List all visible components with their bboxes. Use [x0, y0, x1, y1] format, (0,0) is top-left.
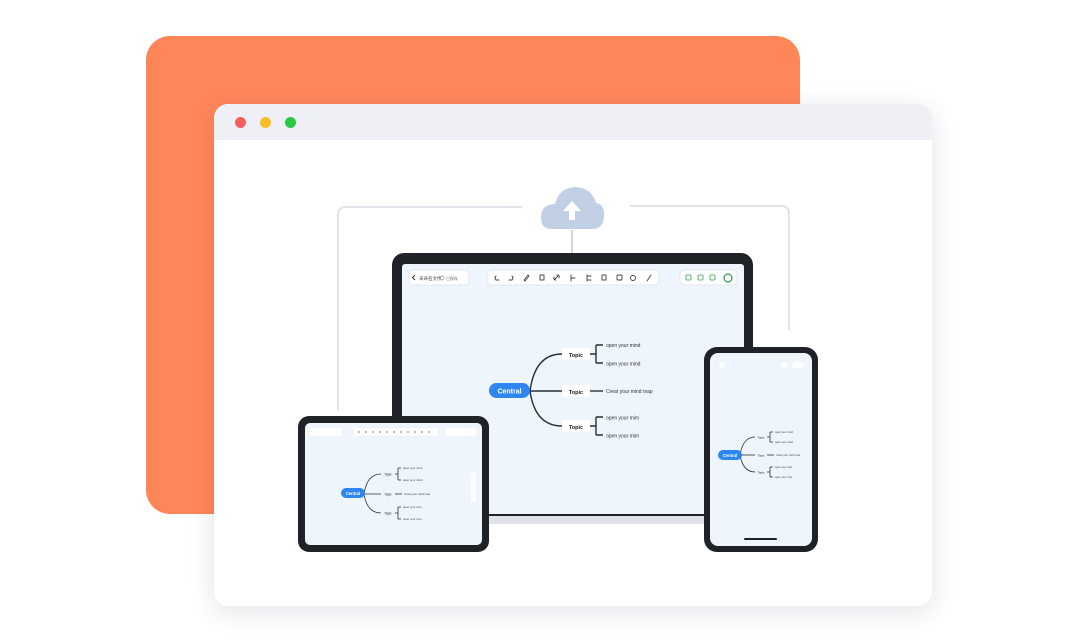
phone-topic-label[interactable]: Topic	[757, 454, 765, 458]
laptop-save-status: 已保存	[446, 275, 458, 281]
sync-connection-lines	[337, 205, 790, 410]
emoji-icon[interactable]	[646, 274, 652, 282]
tablet-central-node[interactable]	[341, 488, 365, 498]
close-window-dot[interactable]	[235, 117, 246, 128]
phone-subtopic-label[interactable]: open your mind	[775, 430, 793, 434]
tablet-subtopic-label[interactable]: open your mind	[403, 466, 423, 470]
summary-icon[interactable]	[601, 274, 607, 281]
phone-screen	[710, 353, 812, 546]
phone-more-button[interactable]	[792, 362, 804, 368]
laptop-subtopic-label[interactable]: open your mim	[606, 416, 639, 422]
phone-subtopic-label[interactable]: open your mim	[775, 475, 792, 479]
tablet-subtopic-label[interactable]: open your mim	[403, 505, 422, 509]
back-chevron-left-icon[interactable]	[411, 274, 416, 281]
phone-subtopic-label[interactable]: open your mind	[775, 440, 793, 444]
laptop-subtopic-label[interactable]: Creat your mind map	[606, 389, 653, 395]
laptop-topic-node[interactable]	[562, 420, 590, 432]
tablet-side-panel	[471, 472, 476, 502]
laptop-topic-node[interactable]	[562, 348, 590, 360]
tablet-subtopic-label[interactable]: Creat your mind map	[404, 492, 431, 496]
outline-icon[interactable]	[697, 274, 704, 281]
phone-topic-label[interactable]: Topic	[757, 471, 765, 475]
theme-icon[interactable]	[685, 274, 692, 281]
maximize-window-dot[interactable]	[285, 117, 296, 128]
save-status-icon	[439, 275, 445, 281]
laptop-subtopic-label[interactable]: open your mim	[606, 434, 639, 440]
boundary-icon[interactable]	[616, 274, 623, 281]
window-titlebar	[214, 104, 932, 140]
laptop-topic-label: Topic	[569, 425, 583, 431]
tablet-central-label: Central	[346, 491, 360, 496]
topic-icon[interactable]	[570, 274, 576, 282]
image-icon[interactable]	[630, 275, 636, 281]
paint-icon[interactable]	[523, 274, 530, 282]
subtopic-icon[interactable]	[586, 274, 592, 282]
cloud-upload-icon	[540, 187, 605, 229]
tablet-topic-label[interactable]: Topic	[384, 473, 392, 477]
laptop-topic-label: Topic	[569, 353, 583, 359]
laptop-right-toolbar	[679, 269, 738, 286]
phone-central-node[interactable]	[718, 450, 742, 460]
laptop-toolbar	[486, 269, 660, 286]
sticker-icon[interactable]	[539, 274, 545, 281]
tablet-subtopic-label[interactable]: open your mind	[403, 478, 423, 482]
laptop-central-node[interactable]	[489, 383, 530, 398]
redo-icon[interactable]	[508, 275, 514, 281]
phone-device: Central Topic Topic Topic open your mind…	[704, 347, 818, 552]
laptop-file-header[interactable]	[408, 269, 470, 286]
tablet-topic-label[interactable]: Topic	[384, 512, 392, 516]
tablet-subtopic-label[interactable]: open your mim	[403, 517, 422, 521]
phone-topic-label[interactable]: Topic	[757, 436, 765, 440]
tablet-device: Central Topic Topic Topic open your mind…	[298, 416, 489, 552]
phone-menu-button[interactable]	[719, 362, 725, 368]
user-avatar-icon[interactable]	[723, 273, 733, 283]
laptop-topic-node[interactable]	[562, 385, 590, 397]
laptop-file-title: 未命名文件	[419, 275, 442, 282]
tablet-toolbar	[354, 428, 438, 436]
tablet-file-header[interactable]	[310, 428, 342, 436]
share-icon[interactable]	[709, 274, 716, 281]
phone-mindmap: Central Topic Topic Topic open your mind…	[718, 430, 801, 479]
laptop-mindmap: Central Topic Topic Topic open your mind…	[489, 343, 653, 440]
undo-icon[interactable]	[494, 275, 500, 281]
phone-subtopic-label[interactable]: open your mim	[775, 465, 792, 469]
phone-undo-button[interactable]	[781, 362, 787, 368]
tablet-topic-label[interactable]: Topic	[384, 493, 392, 497]
tablet-right-toolbar	[446, 428, 476, 436]
laptop-subtopic-label[interactable]: open your mind	[606, 362, 641, 368]
laptop-central-label: Central	[497, 389, 521, 396]
link-icon[interactable]	[553, 274, 560, 281]
tablet-screen	[305, 423, 482, 545]
minimize-window-dot[interactable]	[260, 117, 271, 128]
laptop-topic-label: Topic	[569, 390, 583, 396]
phone-home-indicator[interactable]	[744, 538, 777, 540]
phone-central-label: Central	[723, 453, 737, 458]
phone-subtopic-label[interactable]: Creat your mind map	[776, 453, 801, 457]
tablet-mindmap: Central Topic Topic Topic open your mind…	[341, 466, 431, 521]
laptop-subtopic-label[interactable]: open your mind	[606, 343, 641, 349]
